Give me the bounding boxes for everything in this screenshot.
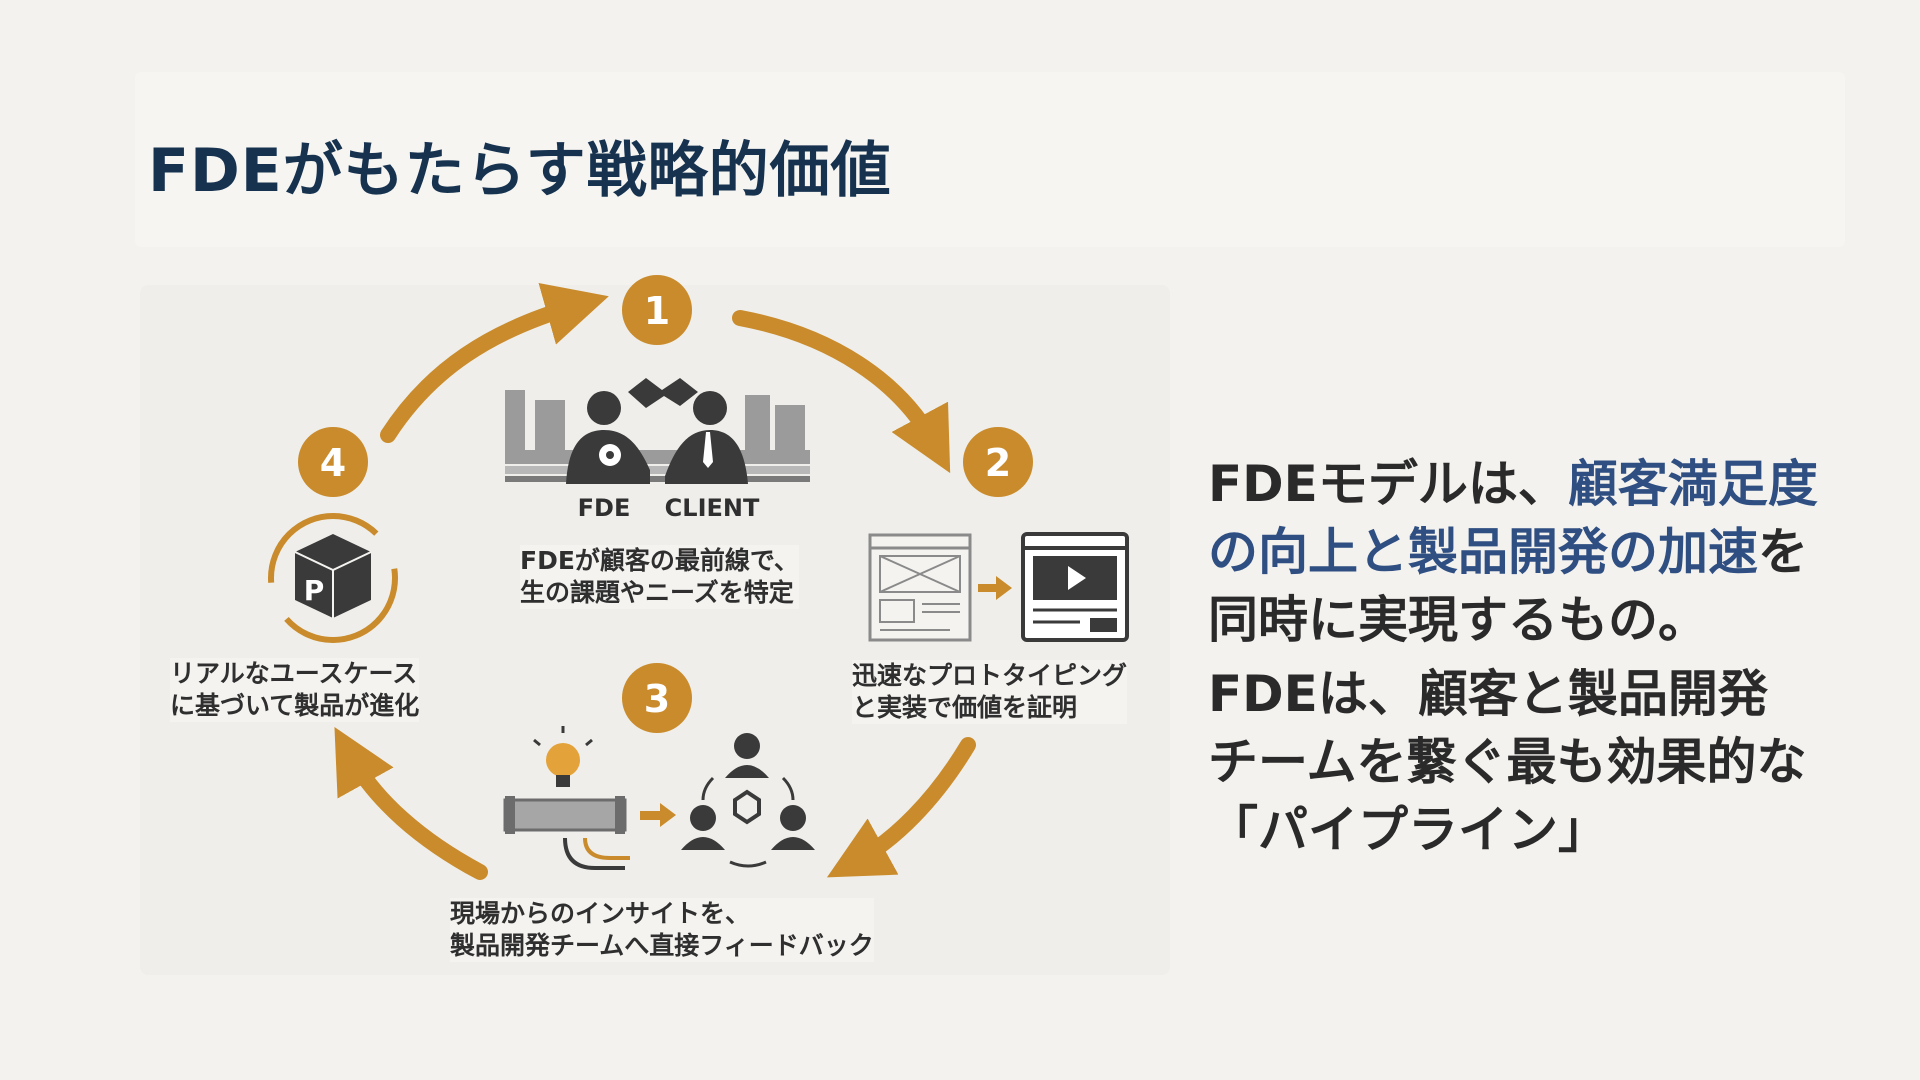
step-3-caption: 現場からのインサイトを、 製品開発チームへ直接フィードバック [450, 898, 874, 962]
summary-text: FDEモデルは、顧客満足度 の向上と製品開発の加速を 同時に実現するもの。 FD… [1208, 450, 1898, 864]
client-label: CLIENT [665, 494, 760, 522]
wireframe-icon [868, 533, 972, 642]
summary-p2-line-3: 「パイプライン」 [1208, 801, 1608, 859]
factory-icon [505, 390, 810, 482]
step-4-line-2: に基づいて製品が進化 [170, 691, 420, 720]
team-cycle-icon [681, 733, 815, 868]
summary-p1-line-3: 同時に実現するもの。 [1208, 591, 1708, 649]
step-1-line-1: FDEが顧客の最前線で、 [520, 546, 799, 575]
step-number-2: 2 [985, 441, 1011, 485]
step-1-caption: FDEが顧客の最前線で、 生の課題やニーズを特定 [520, 545, 799, 609]
title-band [135, 72, 1845, 247]
arrow-3-to-4 [334, 727, 488, 880]
handshake-icon [628, 378, 698, 408]
gear-icon [599, 444, 621, 466]
client-person-icon [665, 391, 748, 484]
step-badge-2: 2 [963, 427, 1033, 497]
step-4-caption: リアルなユースケース に基づいて製品が進化 [170, 658, 420, 722]
step-number-3: 3 [644, 677, 670, 721]
summary-p2-line-2: チームを繋ぐ最も効果的な [1208, 733, 1807, 791]
step-3-line-1: 現場からのインサイトを、 [450, 899, 751, 928]
step-badge-4: 4 [298, 427, 368, 497]
product-box-icon: P [268, 513, 398, 643]
arrow-right-icon [978, 576, 1012, 600]
step-number-4: 4 [320, 441, 346, 485]
arrow-1-to-2 [732, 310, 951, 474]
arrow-2-to-3 [826, 737, 976, 878]
pipeline-icon [503, 796, 630, 870]
arrow-right-icon-2 [640, 803, 676, 827]
lightbulb-icon [533, 726, 593, 787]
product-box-letter: P [304, 574, 325, 607]
cycle-arrows [334, 282, 976, 880]
step-2-caption: 迅速なプロトタイピング と実装で価値を証明 [852, 660, 1128, 724]
highlight-product-acceleration: の向上と製品開発の加速 [1208, 523, 1758, 581]
step-3-line-2: 製品開発チームへ直接フィードバック [450, 931, 874, 960]
fde-person-icon [566, 391, 650, 484]
step-2-line-2: と実装で価値を証明 [852, 693, 1078, 722]
step-4-line-1: リアルなユースケース [170, 659, 418, 688]
summary-p2-line-1: FDEは、顧客と製品開発 [1208, 665, 1768, 723]
summary-p1-line-2: の向上と製品開発の加速を [1208, 523, 1808, 581]
step-badge-1: 1 [622, 275, 692, 345]
step-number-1: 1 [644, 289, 670, 333]
step-2-line-1: 迅速なプロトタイピング [852, 661, 1128, 690]
video-player-icon [1021, 532, 1129, 642]
page-title: FDEがもたらす戦略的価値 [148, 136, 892, 206]
arrow-4-to-1 [380, 282, 609, 443]
fde-label: FDE [578, 494, 631, 522]
summary-p1-line-1: FDEモデルは、顧客満足度 [1208, 455, 1818, 513]
highlight-customer-satisfaction: 顧客満足度 [1567, 455, 1818, 513]
step-1-line-2: 生の課題やニーズを特定 [520, 578, 794, 607]
step-badge-3: 3 [622, 663, 692, 733]
